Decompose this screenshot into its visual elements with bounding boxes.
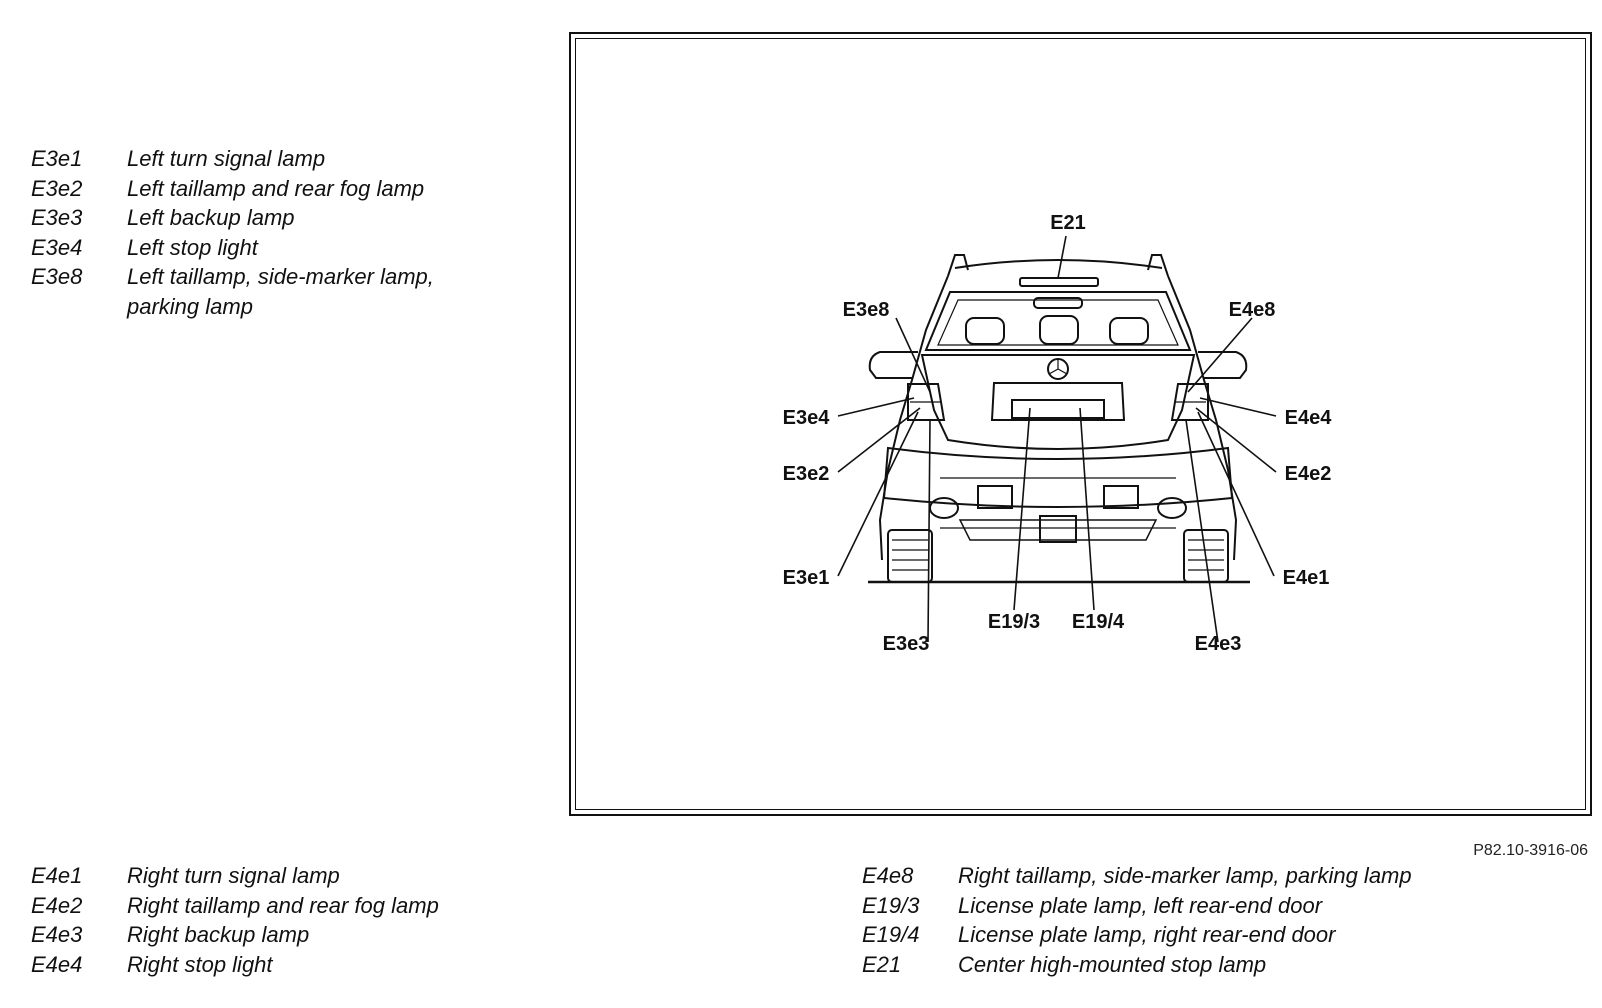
legend-item: E21 Center high-mounted stop lamp — [862, 950, 1412, 980]
legend-description: Center high-mounted stop lamp — [958, 951, 1267, 977]
callout-e4e8: E4e8 — [1229, 299, 1276, 321]
legend-code: E4e2 — [31, 892, 83, 918]
legend-description: Right taillamp and rear fog lamp — [127, 892, 439, 918]
legend-code: E19/4 — [862, 922, 920, 947]
legend-item: E3e8 Left taillamp, side-marker lamp, pa… — [31, 262, 487, 321]
legend-other-lamps: E4e8 Right taillamp, side-marker lamp, p… — [862, 861, 1412, 979]
legend-item: E4e3 Right backup lamp — [31, 920, 439, 950]
legend-right-lamps: E4e1 Right turn signal lamp E4e2 Right t… — [31, 861, 439, 979]
callout-e3e4: E3e4 — [783, 407, 831, 429]
callout-e19-4: E19/4 — [1072, 611, 1125, 633]
legend-item: E3e4 Left stop light — [31, 233, 487, 263]
legend-item: E3e2 Left taillamp and rear fog lamp — [31, 174, 487, 204]
legend-description: License plate lamp, right rear-end door — [958, 922, 1336, 947]
callout-e4e2: E4e2 — [1285, 463, 1332, 485]
legend-item: E4e4 Right stop light — [31, 950, 439, 980]
callout-leaders — [837, 235, 1277, 643]
legend-item: E19/3 License plate lamp, left rear-end … — [862, 891, 1412, 921]
legend-description: Left taillamp, side-marker lamp, parking… — [127, 264, 434, 319]
legend-code: E3e4 — [31, 234, 83, 260]
callout-e3e8: E3e8 — [843, 299, 890, 321]
callout-e4e3: E4e3 — [1195, 633, 1242, 655]
legend-description: Left stop light — [127, 234, 258, 260]
legend-code: E4e8 — [862, 863, 914, 888]
callout-e3e2: E3e2 — [783, 463, 830, 485]
callout-e3e3: E3e3 — [883, 633, 930, 655]
callout-e19-3: E19/3 — [988, 611, 1040, 633]
tire-tread — [892, 539, 1224, 571]
legend-left-lamps: E3e1 Left turn signal lamp E3e2 Left tai… — [31, 144, 487, 321]
legend-item: E4e8 Right taillamp, side-marker lamp, p… — [862, 861, 1412, 891]
figure-frame — [569, 32, 1592, 816]
legend-code: E4e3 — [31, 922, 83, 947]
legend-description: Left taillamp and rear fog lamp — [127, 175, 425, 201]
legend-code: E3e2 — [31, 175, 83, 201]
callout-e4e4: E4e4 — [1285, 407, 1333, 429]
legend-item: E4e1 Right turn signal lamp — [31, 861, 439, 891]
legend-description: Left backup lamp — [127, 205, 295, 230]
legend-description: Right turn signal lamp — [127, 863, 340, 888]
callout-e4e1: E4e1 — [1283, 567, 1330, 589]
vehicle-outline — [868, 254, 1250, 584]
legend-description: License plate lamp, left rear-end door — [958, 892, 1323, 918]
legend-code: E19/3 — [862, 892, 920, 918]
legend-item: E19/4 License plate lamp, right rear-end… — [862, 920, 1412, 950]
legend-code: E4e4 — [31, 951, 83, 977]
legend-item: E3e3 Left backup lamp — [31, 203, 487, 233]
legend-code: E3e1 — [31, 146, 83, 171]
legend-item: E3e1 Left turn signal lamp — [31, 144, 487, 174]
legend-code: E3e3 — [31, 205, 83, 230]
legend-description: Right stop light — [127, 951, 273, 977]
callout-e21: E21 — [1050, 212, 1086, 234]
callout-e3e1: E3e1 — [783, 567, 830, 589]
legend-item: E4e2 Right taillamp and rear fog lamp — [31, 891, 439, 921]
legend-code: E21 — [862, 951, 902, 977]
callout-labels: E21 E3e8 E4e8 E3e4 E4e4 E3e2 E4e2 E3e1 E… — [783, 212, 1333, 655]
legend-description: Right backup lamp — [127, 922, 310, 947]
figure-id: P82.10-3916-06 — [1473, 842, 1588, 859]
figure-inner-border — [575, 38, 1586, 810]
legend-description: Left turn signal lamp — [127, 146, 326, 171]
legend-code: E4e1 — [31, 863, 83, 888]
legend-code: E3e8 — [31, 264, 83, 289]
legend-description: Right taillamp, side-marker lamp, parkin… — [958, 863, 1412, 888]
